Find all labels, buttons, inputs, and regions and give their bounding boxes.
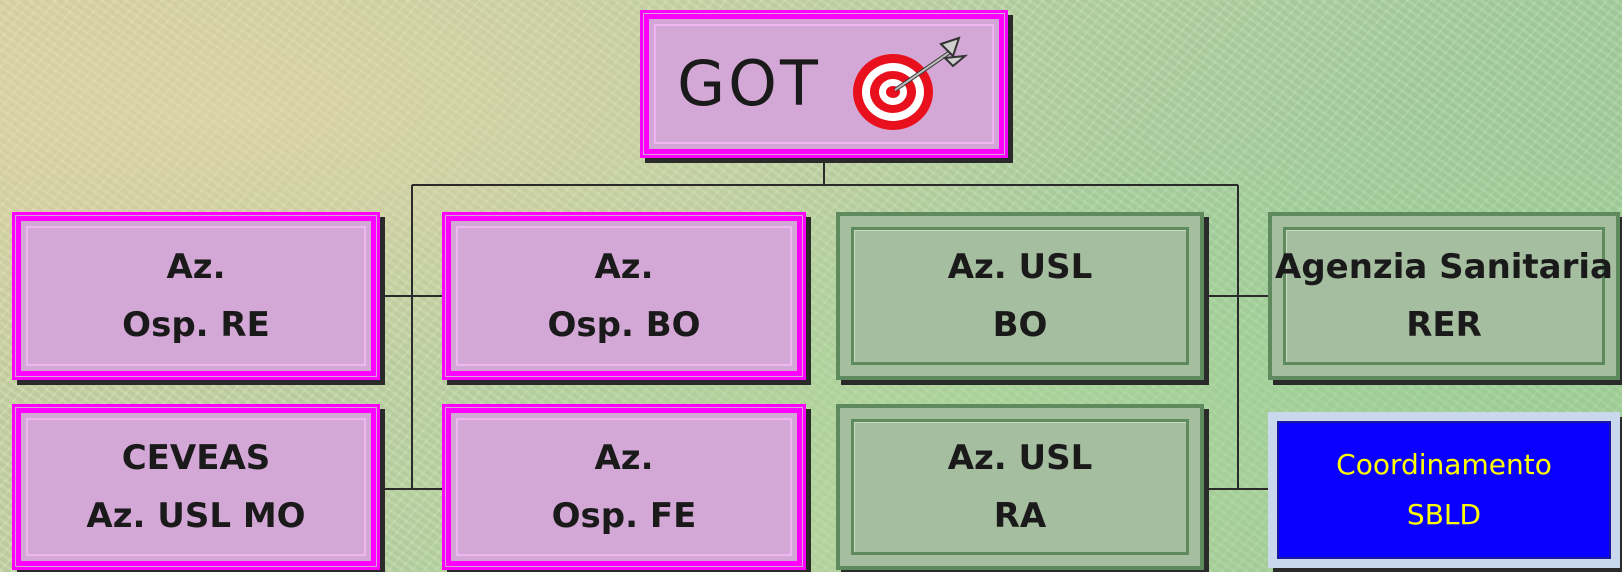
node-label-line-2: RER <box>1406 305 1482 345</box>
node-label-line-1: Agenzia Sanitaria <box>1275 247 1613 287</box>
node-label-line-2: Osp. BO <box>547 305 701 345</box>
node-label-line-1: Az. <box>594 438 654 478</box>
node-label-line-1: Az. <box>166 247 226 287</box>
node-label-line-2: RA <box>993 496 1047 536</box>
target-with-arrow-icon <box>852 36 969 130</box>
node-label-line-2: Az. USL MO <box>86 496 306 536</box>
node-label-line-2: Osp. RE <box>122 305 270 345</box>
node-label-line-2: SBLD <box>1406 498 1482 531</box>
node-label-line-2: Osp. FE <box>551 496 697 536</box>
node-label-line-1: Coordinamento <box>1336 448 1552 481</box>
node-agenzia-sanitaria-rer[interactable]: Agenzia Sanitaria RER <box>1268 212 1620 380</box>
root-title: GOT <box>677 47 821 120</box>
node-az-usl-ra[interactable]: Az. USL RA <box>836 404 1204 570</box>
node-label-line-1: CEVEAS <box>121 438 271 478</box>
node-az-usl-bo[interactable]: Az. USL BO <box>836 212 1204 380</box>
node-coordinamento-sbld[interactable]: Coordinamento SBLD <box>1268 412 1620 568</box>
node-label-line-2: BO <box>992 305 1048 345</box>
node-ceveas-az-usl-mo[interactable]: CEVEAS Az. USL MO <box>12 404 380 570</box>
node-az-osp-fe[interactable]: Az. Osp. FE <box>442 404 806 570</box>
node-label-line-1: Az. <box>594 247 654 287</box>
node-label-line-1: Az. USL <box>947 247 1093 287</box>
node-az-osp-re[interactable]: Az. Osp. RE <box>12 212 380 380</box>
root-node-got[interactable]: GOT <box>640 10 1008 158</box>
node-az-osp-bo[interactable]: Az. Osp. BO <box>442 212 806 380</box>
node-label-line-1: Az. USL <box>947 438 1093 478</box>
